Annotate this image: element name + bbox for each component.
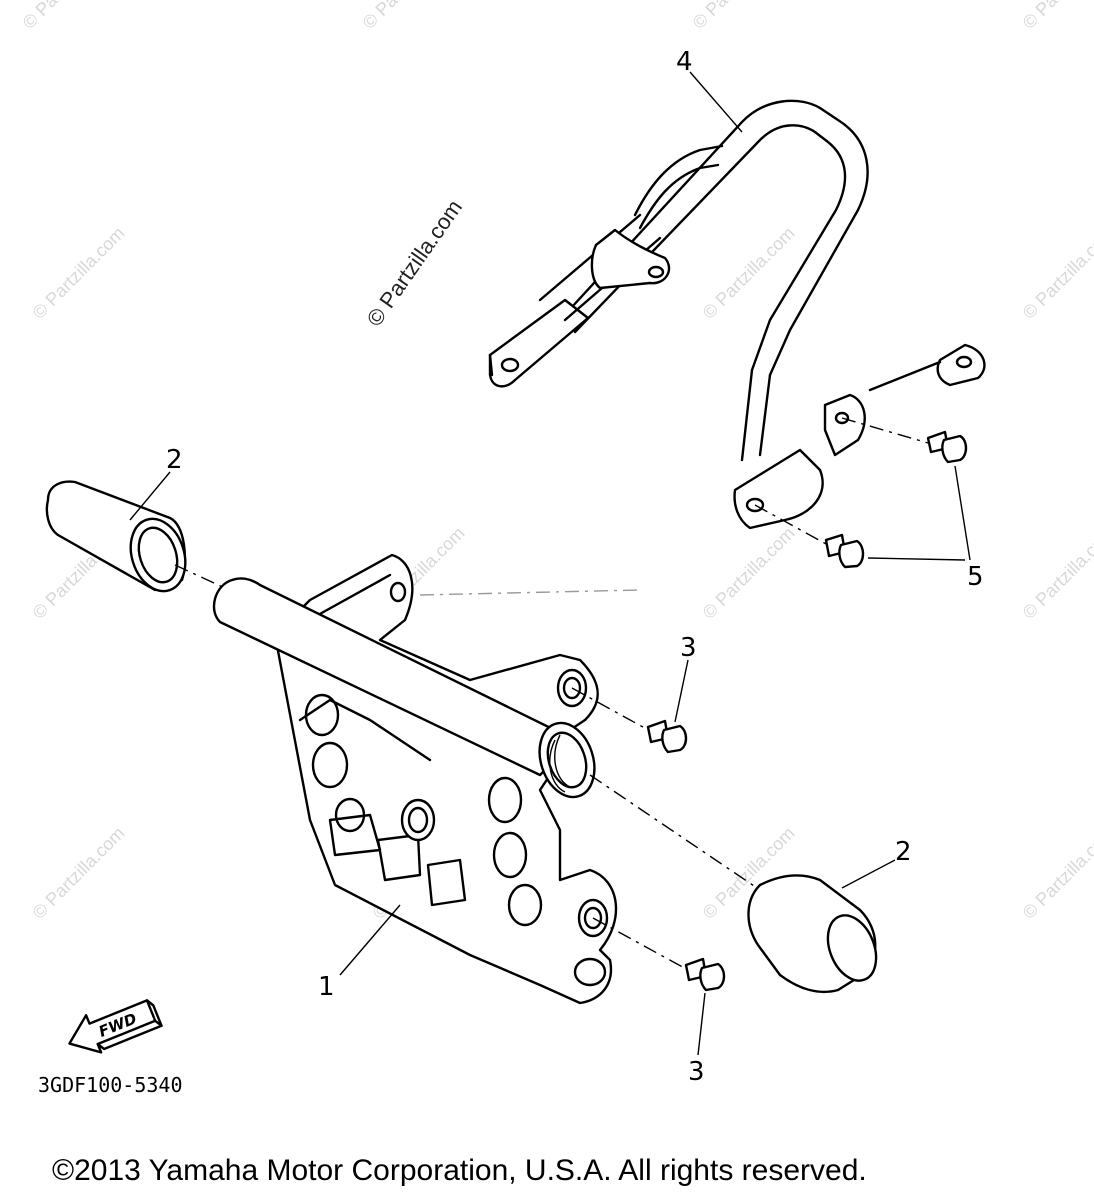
watermark-faint: © Partzilla.com	[1019, 0, 1094, 33]
watermark-faint: © Partzilla.com	[699, 523, 799, 623]
watermark-faint: © Partzilla.com	[1019, 823, 1094, 923]
callout-3-upper: 3	[680, 633, 697, 663]
callout-2-left: 2	[166, 445, 183, 475]
watermark-faint: © Partzilla.com	[699, 223, 799, 323]
callout-5: 5	[967, 562, 984, 592]
part-3-bolts	[571, 659, 726, 1056]
watermark-faint: © Partzilla.com	[1019, 223, 1094, 323]
watermark-faint: © Partzilla.com	[1019, 523, 1094, 623]
watermark-faint: © Partzilla.com	[359, 0, 459, 33]
bolt-3-upper	[646, 719, 688, 754]
watermark-faint: © Partzilla.com	[19, 0, 119, 33]
callout-3-lower: 3	[688, 1057, 705, 1087]
copyright-notice: ©2013 Yamaha Motor Corporation, U.S.A. A…	[52, 1154, 867, 1187]
fwd-arrow-icon: FWD	[68, 999, 163, 1054]
watermark-faint: © Partzilla.com	[29, 823, 129, 923]
part-5-bolts	[754, 417, 971, 569]
callout-2-right: 2	[895, 837, 912, 867]
part-2-right-cap	[747, 874, 878, 994]
callout-1: 1	[318, 972, 335, 1002]
part-4-grab-bar	[488, 99, 986, 530]
leader-lines	[129, 71, 896, 976]
watermark-main: © Partzilla.com	[362, 195, 468, 331]
part-2-left-cap	[45, 480, 241, 596]
bolt-5-upper	[926, 430, 968, 464]
callout-4: 4	[676, 47, 693, 77]
bolt-3-lower	[684, 957, 726, 992]
part-1-skid-plate	[212, 553, 761, 1005]
watermark-faint: © Partzilla.com	[689, 0, 789, 33]
diagram-code: 3GDF100-5340	[38, 1073, 183, 1097]
bolt-5-lower	[824, 533, 865, 569]
watermark-faint: © Partzilla.com	[29, 223, 129, 323]
